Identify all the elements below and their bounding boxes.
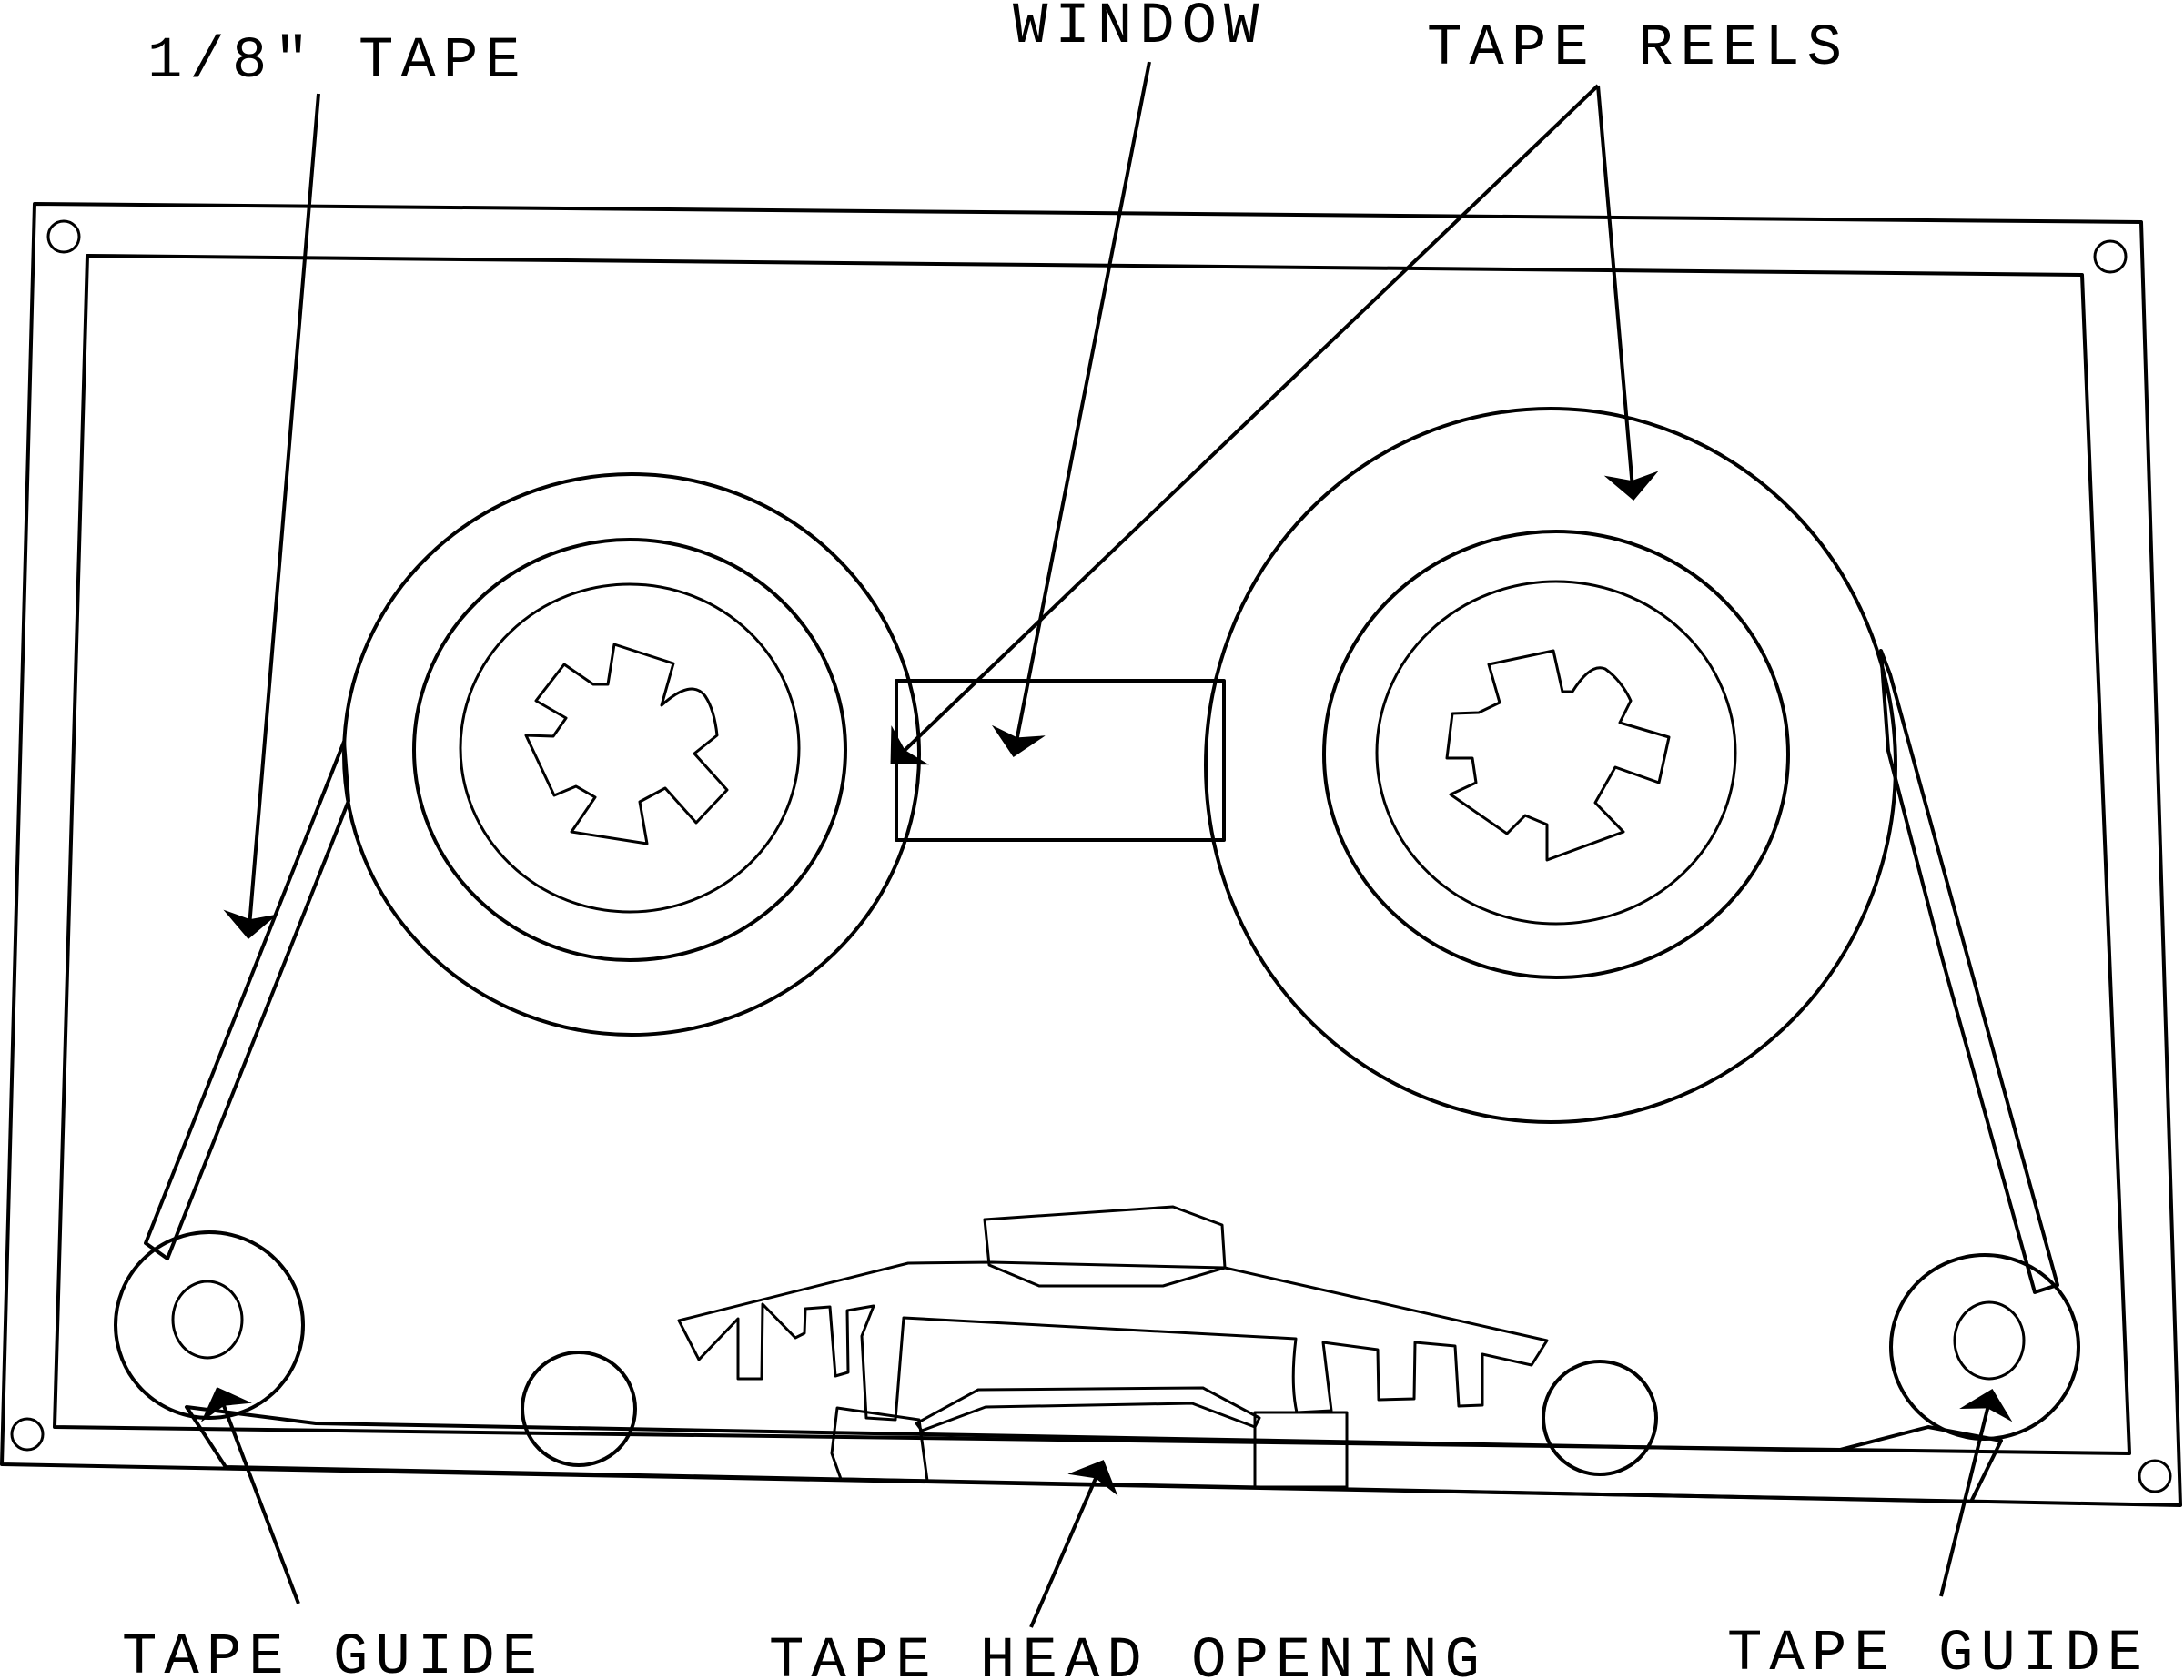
label-tape-guide-left: TAPE GUIDE bbox=[122, 1625, 544, 1680]
left-hub-teeth bbox=[524, 643, 729, 845]
label-tape-reels: TAPE REELS bbox=[1427, 16, 1849, 82]
right-tape-reel bbox=[1204, 407, 1897, 1124]
pressure-pad-assembly bbox=[677, 1205, 1549, 1489]
tape-path-right bbox=[1879, 649, 2059, 1294]
arrow-tape-width bbox=[223, 93, 320, 939]
capstan-hole-left bbox=[521, 1351, 637, 1467]
arrow-tape-guide-right bbox=[1939, 1389, 2013, 1597]
arrow-tape-reels-right bbox=[1596, 85, 1659, 501]
arrow-tape-reels-left bbox=[890, 84, 1600, 765]
tape-window bbox=[895, 679, 1226, 842]
screw-hole-bottom-right bbox=[2138, 1459, 2172, 1493]
tape-path-left bbox=[144, 740, 350, 1260]
screw-hole-bottom-left bbox=[10, 1417, 45, 1452]
label-tape-head-opening: TAPE HEAD OPENING bbox=[769, 1629, 1487, 1680]
right-tape-guide bbox=[1889, 1253, 2080, 1441]
cassette-shell bbox=[0, 202, 2182, 1507]
cassette-body bbox=[53, 254, 2131, 1455]
label-tape-width: 1/8" TAPE bbox=[147, 29, 528, 95]
left-tape-guide bbox=[114, 1230, 305, 1420]
right-hub-teeth bbox=[1445, 649, 1671, 862]
capstan-hole-right bbox=[1542, 1360, 1658, 1476]
arrow-window bbox=[991, 61, 1151, 757]
arrow-tape-head-opening bbox=[1029, 1460, 1118, 1628]
label-window: WINDOW bbox=[1013, 0, 1266, 60]
arrow-tape-guide-left bbox=[200, 1387, 300, 1604]
screw-hole-top-right bbox=[2093, 239, 2128, 274]
tape-strip-bottom bbox=[185, 1405, 2003, 1503]
left-tape-reel bbox=[342, 472, 921, 1037]
label-tape-guide-right: TAPE GUIDE bbox=[1727, 1622, 2149, 1680]
screw-hole-top-left bbox=[46, 219, 81, 254]
